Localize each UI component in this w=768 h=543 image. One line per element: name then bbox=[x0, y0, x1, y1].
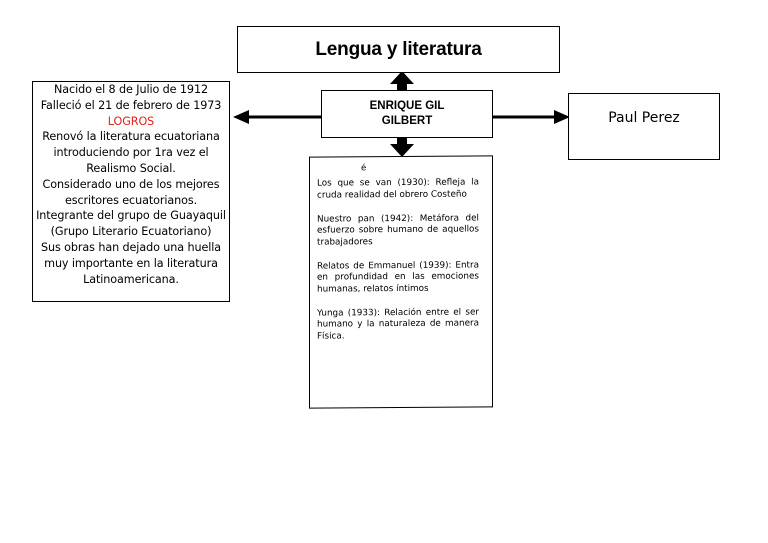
author-name: Paul Perez bbox=[608, 110, 680, 126]
bio-line: Realismo Social. bbox=[86, 161, 176, 175]
bio-line: Considerado uno de los mejores bbox=[42, 177, 220, 191]
central-node: ENRIQUE GIL GILBERT bbox=[321, 90, 493, 138]
arrow-left-to-bio bbox=[233, 110, 321, 124]
bio-line: Nacido el 8 de Julio de 1912 bbox=[54, 83, 208, 96]
bio-line: Latinoamericana. bbox=[83, 272, 179, 286]
bio-line: (Grupo Literario Ecuatoriano) bbox=[50, 225, 212, 239]
biography-node: Nacido el 8 de Julio de 1912 Falleció el… bbox=[32, 81, 230, 302]
bio-line: Falleció el 21 de febrero de 1973 bbox=[40, 98, 222, 112]
arrow-down-to-works bbox=[390, 138, 414, 157]
central-node-line2: GILBERT bbox=[381, 115, 433, 127]
work-item: Relatos de Emmanuel (1939): Entra en pro… bbox=[317, 259, 479, 295]
arrow-right-to-author bbox=[493, 110, 570, 124]
bio-line: Renovó la literatura ecuatoriana bbox=[42, 130, 220, 144]
bio-line: escritores ecuatorianos. bbox=[64, 193, 198, 207]
works-node: é Los que se van (1930): Refleja la crud… bbox=[309, 155, 493, 409]
works-mark: é bbox=[361, 163, 367, 174]
arrow-up-to-title bbox=[390, 71, 414, 91]
bio-line: introduciendo por 1ra vez el bbox=[53, 146, 209, 160]
author-node: Paul Perez bbox=[568, 93, 720, 160]
bio-line: Integrante del grupo de Guayaquil bbox=[36, 209, 226, 223]
bio-line: Sus obras han dejado una huella bbox=[40, 240, 222, 254]
work-item: Yunga (1933): Relación entre el ser huma… bbox=[317, 306, 479, 342]
diagram-title: Lengua y literatura bbox=[315, 38, 482, 60]
work-item: Nuestro pan (1942): Metáfora del esfuerz… bbox=[317, 212, 479, 248]
bio-heading-logros: LOGROS bbox=[107, 114, 155, 128]
title-box: Lengua y literatura bbox=[237, 26, 560, 73]
bio-line: muy importante en la literatura bbox=[44, 256, 218, 270]
central-node-line1: ENRIQUE GIL bbox=[369, 100, 445, 112]
work-item: Los que se van (1930): Refleja la cruda … bbox=[317, 177, 479, 201]
